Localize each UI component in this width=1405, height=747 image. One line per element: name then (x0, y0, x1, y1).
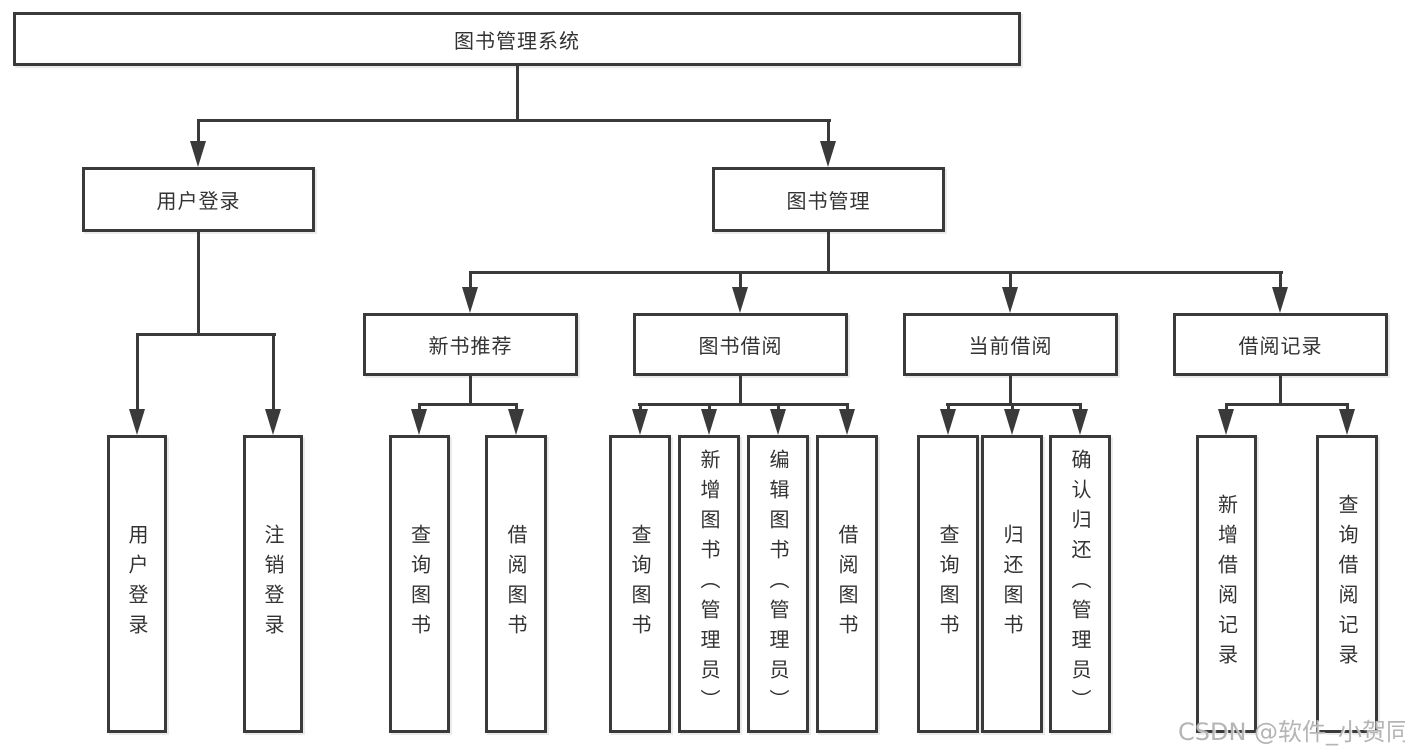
arrow-leaf-record-add (1218, 409, 1234, 435)
leaf-current-return-book: 归还图书 (981, 435, 1043, 733)
leaf-borrow-add-book-admin: 新增图书（管理员） (678, 435, 740, 733)
node-root: 图书管理系统 (13, 12, 1021, 66)
leaf-borrow-edit-book-admin: 编辑图书（管理员） (747, 435, 809, 733)
arrow-leaf-cur-return (1004, 409, 1020, 435)
arrow-leaf-rec-query (411, 409, 427, 435)
connector-drop-leaf (947, 403, 950, 412)
csdn-watermark: CSDN @软件_小贺同学 (1178, 718, 1405, 746)
connector-drop-leaf (1225, 403, 1228, 412)
arrow-leaf-record-query (1339, 409, 1355, 435)
leaf-user-login: 用户登录 (107, 435, 167, 733)
node-new-book-recommend: 新书推荐 (363, 313, 578, 376)
leaf-current-confirm-return-admin: 确认归还（管理员） (1049, 435, 1111, 733)
connector-rail-book-borrow (638, 403, 848, 406)
arrow-leaf-logout (265, 409, 281, 435)
leaf-logout: 注销登录 (243, 435, 303, 733)
connector-drop-user-login (197, 119, 200, 145)
connector-drop-leaf (777, 403, 780, 412)
node-book-borrow: 图书借阅 (633, 313, 848, 376)
leaf-add-borrow-record: 新增借阅记录 (1196, 435, 1257, 733)
connector-user-login-stub (197, 232, 200, 335)
arrow-leaf-bor-add (701, 409, 717, 435)
connector-drop-current-borrow (1009, 271, 1012, 290)
arrow-user-login (190, 141, 206, 167)
arrow-leaf-bor-query (632, 409, 648, 435)
connector-drop-leaf (418, 403, 421, 412)
arrow-new-book-rec (462, 287, 478, 313)
arrow-leaf-cur-query (940, 409, 956, 435)
connector-stub-book-borrow (739, 376, 742, 406)
connector-rail-new-book-rec (418, 403, 518, 406)
connector-drop-leaf (639, 403, 642, 412)
connector-drop-leaf (846, 403, 849, 412)
connector-drop-book-mgmt (827, 119, 830, 145)
arrow-borrow-records (1272, 287, 1288, 313)
leaf-borrow-query-book: 查询图书 (609, 435, 671, 733)
connector-drop-leaf (708, 403, 711, 412)
connector-root-stub (516, 66, 519, 120)
arrow-leaf-login (129, 409, 145, 435)
connector-rail-level2 (197, 119, 831, 122)
connector-stub-current-borrow (1009, 376, 1012, 406)
arrow-leaf-rec-borrow (508, 409, 524, 435)
leaf-borrow-borrow-book: 借阅图书 (816, 435, 878, 733)
connector-drop-leaf (1011, 403, 1014, 412)
arrow-leaf-cur-confirm (1072, 409, 1088, 435)
connector-rail-level3 (469, 271, 1283, 274)
arrow-book-borrow (732, 287, 748, 313)
arrow-leaf-bor-borrow (839, 409, 855, 435)
connector-stub-new-book-rec (469, 376, 472, 406)
node-borrow-records: 借阅记录 (1173, 313, 1388, 376)
leaf-current-query-book: 查询图书 (917, 435, 979, 733)
leaf-query-borrow-record: 查询借阅记录 (1316, 435, 1378, 733)
connector-stub-borrow-records (1279, 376, 1282, 406)
node-user-login: 用户登录 (82, 167, 315, 232)
connector-drop-leaf (515, 403, 518, 412)
leaf-recommend-borrow-book: 借阅图书 (485, 435, 547, 733)
connector-rail-borrow-records (1225, 403, 1348, 406)
connector-drop-book-borrow (739, 271, 742, 290)
arrow-current-borrow (1002, 287, 1018, 313)
connector-drop-leaf (1346, 403, 1349, 412)
connector-drop-leaf-login (136, 333, 139, 412)
arrow-leaf-bor-edit (770, 409, 786, 435)
connector-drop-leaf-logout (272, 333, 275, 412)
connector-drop-leaf (1079, 403, 1082, 412)
node-book-management: 图书管理 (712, 167, 945, 232)
connector-rail-user-login (136, 333, 276, 336)
connector-book-mgmt-stub (827, 232, 830, 273)
connector-drop-borrow-records (1279, 271, 1282, 290)
connector-drop-new-book-rec (469, 271, 472, 290)
leaf-recommend-query-book: 查询图书 (389, 435, 450, 733)
node-current-borrow: 当前借阅 (903, 313, 1118, 376)
arrow-book-mgmt (820, 141, 836, 167)
